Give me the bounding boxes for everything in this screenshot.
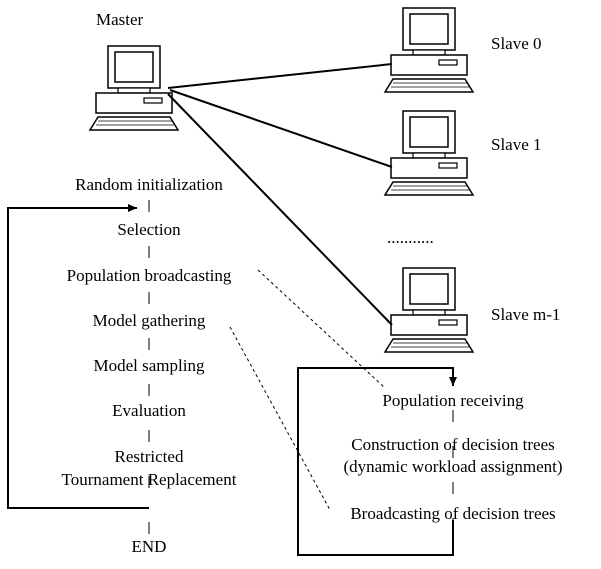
ellipsis: ........... xyxy=(387,228,434,247)
master-computer-icon xyxy=(89,45,179,131)
slave-0-computer-icon xyxy=(384,7,474,93)
step-population-receiving: Population receiving xyxy=(382,391,524,410)
link-slave-0 xyxy=(167,63,393,89)
link-slave-1 xyxy=(169,89,393,168)
master-loop-arrow xyxy=(7,204,149,509)
link-slave-m1 xyxy=(167,93,393,326)
slave-1-computer-icon xyxy=(384,110,474,196)
step-dynamic-workload-assignment: (dynamic workload assignment) xyxy=(343,457,562,476)
slave-1-label: Slave 1 xyxy=(491,135,542,154)
step-model-sampling: Model sampling xyxy=(94,356,205,375)
broadcast-comm-line xyxy=(257,269,386,389)
slave-loop-arrow xyxy=(297,367,457,556)
step-restricted: Restricted xyxy=(115,447,184,466)
slave-m1-label: Slave m-1 xyxy=(491,305,560,324)
step-evaluation: Evaluation xyxy=(112,401,186,420)
slave-m1-computer-icon xyxy=(384,267,474,353)
step-model-gathering: Model gathering xyxy=(93,311,206,330)
master-label: Master xyxy=(96,10,144,29)
step-tournament-replacement: Tournament Replacement xyxy=(62,470,237,489)
step-broadcasting-decision-trees: Broadcasting of decision trees xyxy=(350,504,555,523)
step-population-broadcasting: Population broadcasting xyxy=(67,266,232,285)
step-end: END xyxy=(132,537,167,556)
slave-0-label: Slave 0 xyxy=(491,34,542,53)
step-construction-decision-trees: Construction of decision trees xyxy=(351,435,555,454)
gather-comm-line xyxy=(229,326,331,511)
step-random-initialization: Random initialization xyxy=(75,175,223,194)
step-selection: Selection xyxy=(117,220,181,239)
